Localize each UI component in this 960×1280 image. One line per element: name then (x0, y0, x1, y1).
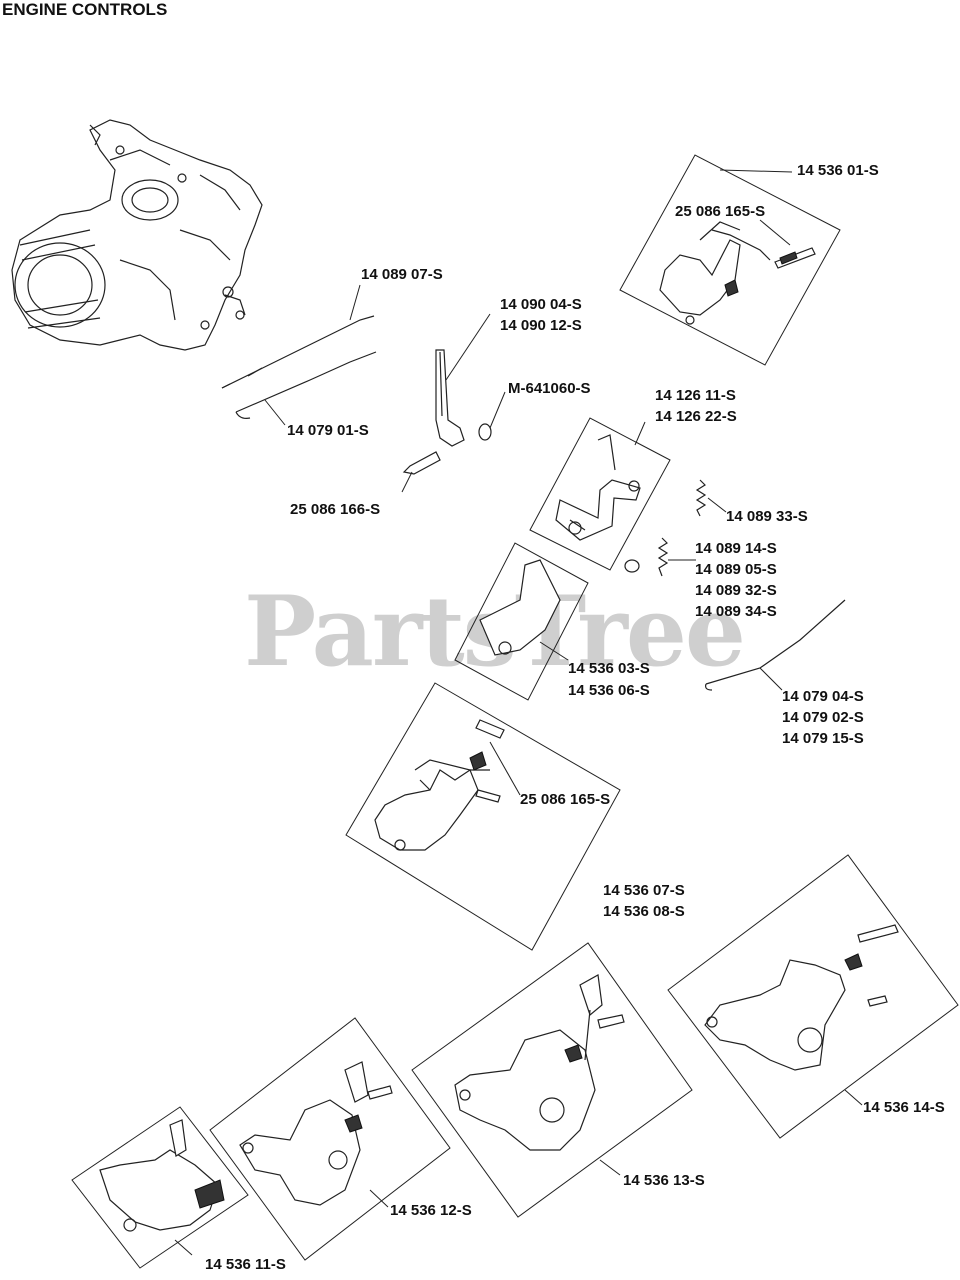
label-25-086-165-s-mid: 25 086 165-S (520, 791, 611, 808)
throttle-link-rod (221, 284, 375, 389)
governor-link-rod (235, 351, 377, 426)
label-14-089-32-s: 14 089 32-S (695, 582, 777, 599)
label-14-089-33-s: 14 089 33-S (726, 508, 808, 525)
label-14-536-11-s: 14 536 11-S (205, 1256, 286, 1273)
label-14-090-04-s: 14 090 04-S (500, 296, 582, 313)
box-14-536-07 (345, 682, 621, 951)
label-14-536-14-s: 14 536 14-S (863, 1099, 945, 1116)
label-14-536-03-s: 14 536 03-S (568, 660, 650, 677)
label-14-536-13-s: 14 536 13-S (623, 1172, 705, 1189)
label-m-641060-s: M-641060-S (508, 380, 591, 397)
label-14-126-22-s: 14 126 22-S (655, 408, 737, 425)
spring-14-089-33 (695, 479, 727, 517)
label-14-126-11-s: 14 126 11-S (655, 387, 736, 404)
label-14-089-34-s: 14 089 34-S (695, 603, 777, 620)
spring-14-089-14 (624, 537, 696, 577)
label-14-536-06-s: 14 536 06-S (568, 682, 650, 699)
box-14-536-14 (667, 854, 959, 1139)
governor-lever-drawing (401, 313, 506, 493)
box-14-536-01 (619, 154, 841, 366)
label-14-079-02-s: 14 079 02-S (782, 709, 864, 726)
box-14-536-12 (209, 1017, 451, 1261)
label-14-089-14-s: 14 089 14-S (695, 540, 777, 557)
label-14-090-12-s: 14 090 12-S (500, 317, 582, 334)
box-14-126-11 (529, 417, 671, 571)
page-title: ENGINE CONTROLS (2, 0, 168, 19)
label-14-536-12-s: 14 536 12-S (390, 1202, 472, 1219)
label-14-536-07-s: 14 536 07-S (603, 882, 685, 899)
box-14-536-13 (411, 942, 693, 1218)
label-14-089-05-s: 14 089 05-S (695, 561, 777, 578)
label-14-536-01-s: 14 536 01-S (797, 162, 879, 179)
box-14-536-03 (454, 542, 589, 701)
rod-14-079-04 (705, 599, 846, 691)
label-25-086-166-s: 25 086 166-S (290, 501, 381, 518)
label-25-086-165-s-top: 25 086 165-S (675, 203, 766, 220)
label-14-089-07-s: 14 089 07-S (361, 266, 443, 283)
label-14-079-01-s: 14 079 01-S (287, 422, 369, 439)
engine-block-drawing (11, 119, 263, 351)
label-14-536-08-s: 14 536 08-S (603, 903, 685, 920)
box-14-536-11 (71, 1106, 249, 1269)
label-14-079-04-s: 14 079 04-S (782, 688, 864, 705)
label-14-079-15-s: 14 079 15-S (782, 730, 864, 747)
